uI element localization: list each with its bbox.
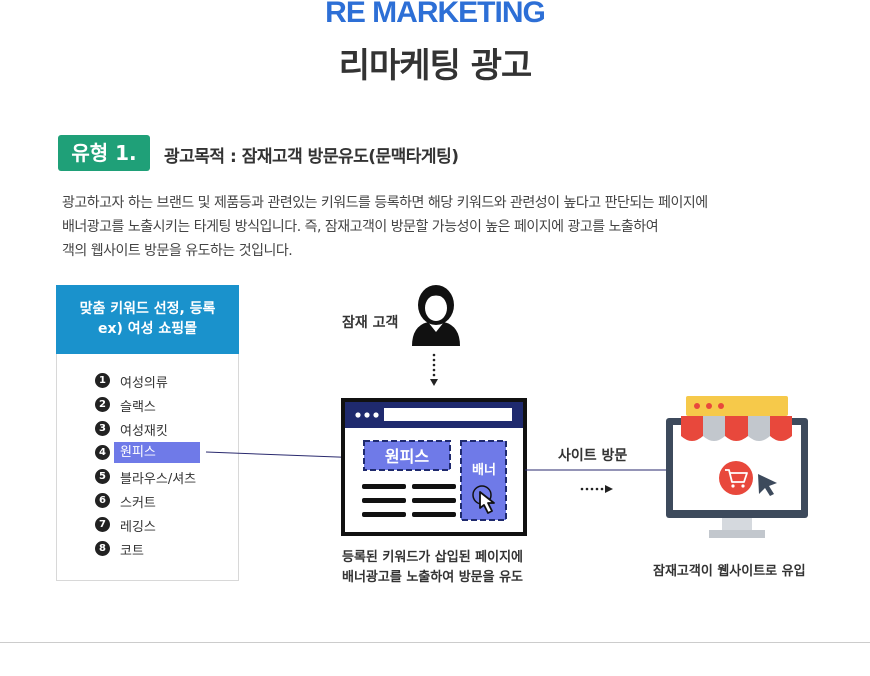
number-badge: 6 <box>95 493 110 508</box>
keyword-label: 레깅스 <box>120 520 156 535</box>
number-badge: 3 <box>95 421 110 436</box>
bottom-divider <box>0 642 870 643</box>
keyword-panel-header: 맞춤 키워드 선정, 등록 ex) 여성 쇼핑몰 <box>56 285 239 354</box>
keyword-label: 여성재킷 <box>120 424 168 439</box>
number-badge: 4 <box>95 445 110 460</box>
cursor-hand-icon <box>472 485 495 514</box>
banner-label: 배너 <box>472 462 496 478</box>
number-badge: 2 <box>95 397 110 412</box>
browser-caption-line: 등록된 키워드가 삽입된 페이지에 <box>342 550 524 565</box>
down-arrow <box>430 353 438 386</box>
visit-label: 사이트 방문 <box>558 448 628 464</box>
description-line: 배너광고를 노출시키는 타게팅 방식입니다. 즉, 잠재고객이 방문할 가능성이… <box>62 219 659 235</box>
description-line: 광고하고자 하는 브랜드 및 제품등과 관련있는 키워드를 등록하면 해당 키워… <box>62 195 708 211</box>
keyword-panel-example: ex) 여성 쇼핑몰 <box>97 321 198 337</box>
browser-caption-line: 배너광고를 노출하여 방문을 유도 <box>342 570 524 585</box>
cart-icon <box>719 461 753 495</box>
keyword-label: 스커트 <box>120 496 156 511</box>
number-badge: 8 <box>95 541 110 556</box>
user-icon <box>412 285 460 346</box>
browser-icon <box>341 398 527 536</box>
arrow-cursor-icon <box>758 474 777 496</box>
description-line: 객의 웹사이트 방문을 유도하는 것입니다. <box>62 243 293 259</box>
browser-keyword: 원피스 <box>385 447 429 466</box>
right-arrow <box>580 485 613 493</box>
keyword-label: 슬랙스 <box>120 400 156 415</box>
keyword-label: 코트 <box>120 544 144 559</box>
keyword-label: 여성의류 <box>120 376 168 391</box>
browser-caption: 등록된 키워드가 삽입된 페이지에 배너광고를 노출하여 방문을 유도 <box>342 548 523 588</box>
keyword-label: 블라우스/셔츠 <box>120 472 197 487</box>
type-badge: 유형 1. <box>58 135 150 171</box>
keyword-panel-title: 맞춤 키워드 선정, 등록 <box>79 301 216 317</box>
connector-line <box>205 451 365 459</box>
section-heading: 광고목적 : 잠재고객 방문유도(문맥타게팅) <box>164 147 459 167</box>
keyword-label-highlighted: 원피스 <box>114 442 200 463</box>
customer-label: 잠재 고객 <box>342 315 399 331</box>
inflow-caption: 잠재고객이 웹사이트로 유입 <box>653 564 806 579</box>
number-badge: 1 <box>95 373 110 388</box>
page-eng-title: RE MARKETING <box>325 0 546 29</box>
number-badge: 5 <box>95 469 110 484</box>
number-badge: 7 <box>95 517 110 532</box>
page-title: 리마케팅 광고 <box>338 46 533 86</box>
